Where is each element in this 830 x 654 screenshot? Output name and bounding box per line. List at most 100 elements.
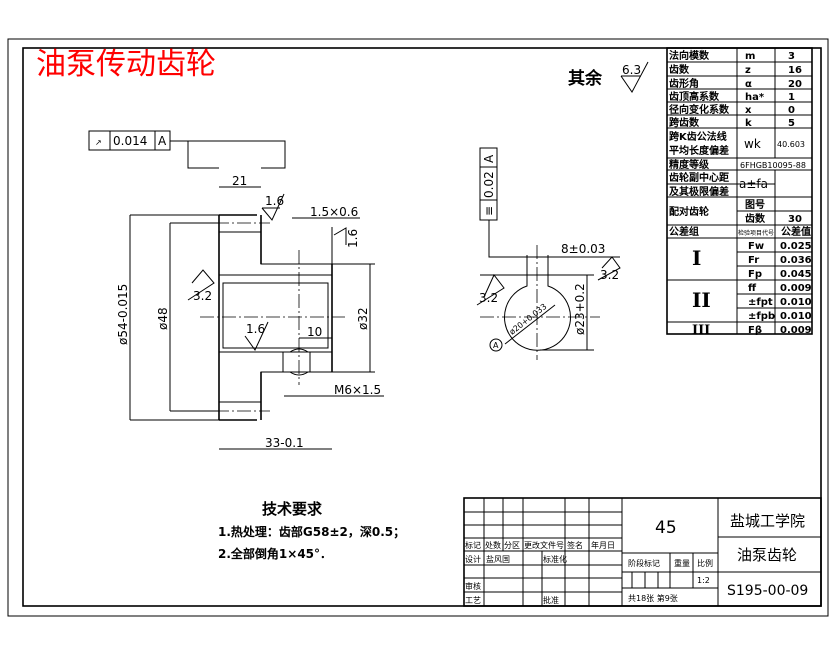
tol-item-code: ±fpt: [748, 297, 773, 308]
mating-drawing-no-label: 图号: [745, 199, 765, 211]
dim-d23: ø23+0.2: [573, 283, 587, 335]
stage-label: 阶段标记: [628, 558, 660, 568]
sym-tolerance-value: 0.02: [482, 171, 496, 198]
drawing-title: 油泵传动齿轮: [36, 47, 216, 82]
roughness-4: 1.6: [346, 229, 360, 248]
title-block-header: 签名: [567, 540, 583, 550]
tol-item-value: 0.009: [780, 325, 812, 336]
tol-item-code: ff: [748, 283, 757, 294]
param-value: 0: [788, 105, 795, 116]
center-distance-name: 齿轮副中心距: [669, 171, 729, 184]
dim-d32: ø32: [356, 307, 370, 330]
sheet-count: 共18张 第9张: [628, 593, 678, 603]
title-block-header: 更改文件号: [524, 540, 564, 550]
title-block-header: 年月日: [591, 540, 615, 550]
sym-symbol: ≡: [482, 206, 496, 216]
tech-req-2: 2.全部倒角1×45°．: [218, 546, 332, 561]
center-distance-name: 及其极限偏差: [669, 185, 729, 198]
param-value: 3: [788, 51, 795, 62]
precision-value: 6FHGB10095-88: [740, 161, 806, 170]
dim-d20: ø20+0.033: [508, 302, 549, 337]
scale-value: 1:2: [697, 576, 710, 585]
tech-req-1: 1.热处理：齿部G58±2，深0.5；: [218, 524, 405, 539]
param-symbol: α: [745, 79, 752, 90]
tol-group-label: II: [692, 288, 711, 312]
tol-group-header: 公差组: [669, 225, 699, 238]
mating-teeth-label: 齿数: [745, 212, 766, 225]
param-symbol: m: [745, 51, 755, 62]
dim-21: 21: [232, 174, 247, 188]
param-symbol: ha*: [745, 92, 765, 103]
material: 45: [655, 518, 677, 538]
approve-label: 批准: [543, 595, 559, 605]
review-label: 审核: [465, 581, 481, 591]
dim-d54: ø54-0.015: [116, 284, 130, 345]
roughness-note-value: 6.3: [622, 63, 641, 77]
param-name: 齿数: [669, 63, 690, 76]
tol-item-value: 0.025: [780, 241, 812, 252]
front-view: [476, 147, 621, 360]
param-name: 径向变化系数: [669, 103, 730, 116]
roughness-3: 3.2: [193, 289, 212, 303]
roughness-2: 1.6: [246, 322, 265, 336]
design-label: 设计: [465, 554, 481, 564]
param-symbol: z: [745, 65, 751, 76]
dim-key: 8±0.03: [561, 242, 605, 256]
tol-item-code: Fr: [748, 255, 759, 266]
wk-name: 跨K齿公法线: [669, 130, 727, 143]
scale-label: 比例: [697, 558, 713, 568]
inner-frame: [22, 47, 822, 607]
tech-req-heading: 技术要求: [262, 500, 323, 518]
tol-item-code: Fw: [748, 241, 764, 252]
runout-datum: A: [158, 134, 167, 148]
tol-item-value: 0.009: [780, 283, 812, 294]
roughness-r1: 3.2: [479, 291, 498, 305]
side-section-view: [88, 130, 384, 450]
param-name: 齿形角: [669, 77, 699, 90]
tol-item-value: 0.045: [780, 269, 812, 280]
wk-name: 平均长度偏差: [669, 144, 729, 157]
mating-teeth-value: 30: [788, 214, 802, 225]
tol-item-value: 0.010: [780, 311, 812, 322]
roughness-r2: 3.2: [600, 268, 619, 282]
center-distance-symbol: a±fa: [739, 177, 768, 191]
tol-group-label: I: [692, 246, 701, 270]
param-symbol: x: [745, 105, 752, 116]
tol-item-code: Fβ: [748, 325, 762, 336]
param-name: 法向模数: [669, 49, 710, 62]
school-name: 盐城工学院: [730, 512, 805, 530]
param-symbol: k: [745, 118, 752, 129]
tol-group-label: III: [692, 323, 710, 338]
dim-d48: ø48: [156, 307, 170, 330]
datum-a: A: [493, 341, 499, 350]
sym-datum: A: [482, 154, 496, 163]
drawing-number: S195-00-09: [727, 583, 808, 599]
roughness-note-label: 其余: [568, 68, 603, 89]
process-label: 工艺: [465, 596, 481, 605]
gear-parameter-table: [666, 47, 813, 335]
tol-item-value: 0.010: [780, 297, 812, 308]
param-name: 齿顶高系数: [669, 90, 720, 103]
tol-item-code: Fp: [748, 269, 762, 280]
dim-33: 33-0.1: [265, 436, 304, 450]
tol-item-header: 检验项目代号: [738, 229, 774, 237]
runout-tolerance-value: 0.014: [113, 134, 147, 148]
param-value: 20: [788, 79, 802, 90]
roughness-symbol-icon: [620, 61, 649, 93]
precision-name: 精度等级: [669, 158, 710, 171]
outer-frame: [7, 38, 829, 617]
title-block-header: 标记: [465, 540, 481, 550]
dim-groove: 1.5×0.6: [310, 205, 358, 219]
title-block-header: 处数: [485, 540, 501, 550]
tol-item-code: ±fpb: [748, 311, 775, 322]
title-block-header: 分区: [504, 541, 520, 550]
title-block: [463, 497, 822, 607]
wk-value: 40.603: [777, 140, 805, 149]
runout-symbol: ↗: [95, 138, 102, 147]
mating-gear-label: 配对齿轮: [669, 205, 709, 218]
part-name: 油泵齿轮: [737, 546, 797, 564]
tol-value-header: 公差值: [781, 225, 811, 238]
weight-label: 重量: [674, 558, 690, 568]
dim-thread: M6×1.5: [334, 383, 381, 397]
